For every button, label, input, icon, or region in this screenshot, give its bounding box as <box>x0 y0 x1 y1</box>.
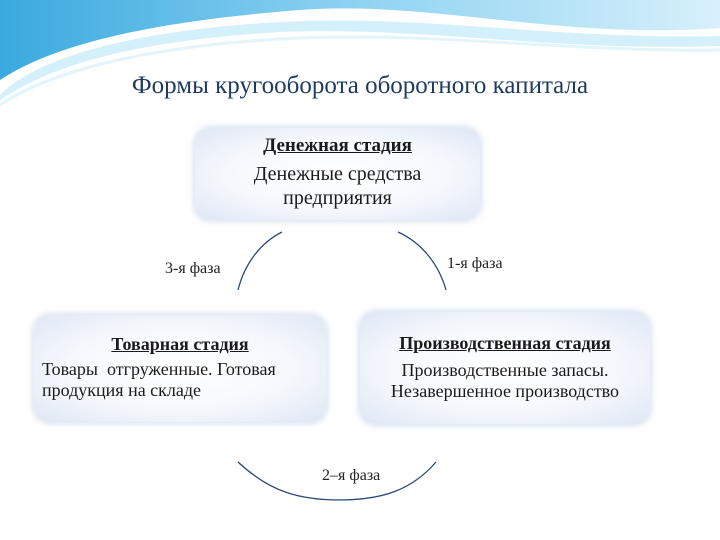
production-stage-line1: Производственные запасы. <box>360 360 650 381</box>
money-stage-box: Денежная стадия Денежные средства предпр… <box>195 128 480 220</box>
production-stage-title: Производственная стадия <box>360 312 650 354</box>
money-stage-line1: Денежные средства <box>195 162 480 186</box>
phase-1-label: 1-я фаза <box>447 255 503 273</box>
production-stage-box: Производственная стадия Производственные… <box>360 312 650 424</box>
production-stage-line2: Незавершенное производство <box>360 381 650 402</box>
arc-phase-3 <box>238 232 282 290</box>
goods-stage-line1: Товары отгруженные. Готовая <box>42 359 326 380</box>
phase-3-label: 3-я фаза <box>165 260 221 278</box>
goods-stage-title: Товарная стадия <box>34 315 326 355</box>
goods-stage-box: Товарная стадия Товары отгруженные. Гото… <box>34 315 326 422</box>
arc-phase-1 <box>398 232 446 290</box>
money-stage-title: Денежная стадия <box>195 128 480 158</box>
phase-2-label: 2–я фаза <box>322 467 380 485</box>
money-stage-line2: предприятия <box>195 186 480 210</box>
goods-stage-line2: продукция на складе <box>42 380 326 401</box>
